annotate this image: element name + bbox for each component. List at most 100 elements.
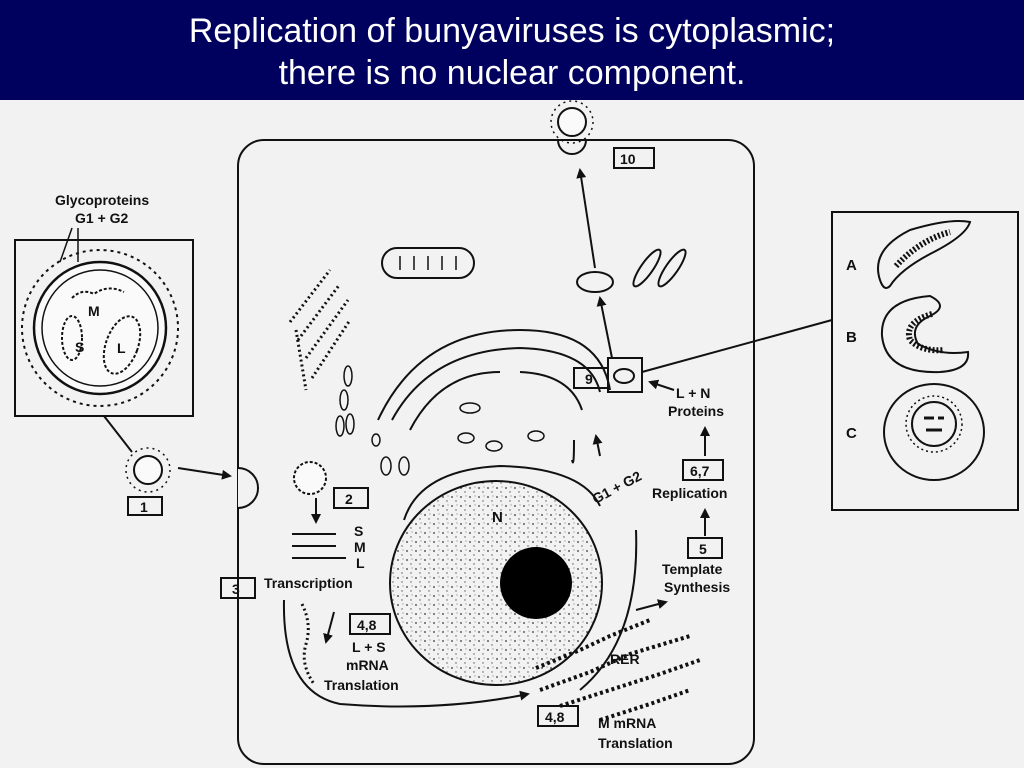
ls-mrna-label: mRNA [346,657,389,673]
m-mrna-label: M mRNA [598,715,656,731]
cell-membrane [237,139,755,765]
replication-pathway: 5 Template Synthesis Replication 6,7 L +… [589,379,730,611]
step-6-7-label: 6,7 [690,463,710,479]
inset-c-nucleocapsids [924,416,944,432]
proteins-label: Proteins [668,403,724,419]
mitochondrion-cristae [399,256,457,270]
s-segment-shape [61,315,83,361]
inset-c-label: C [846,425,857,442]
l-segment-shape [102,315,142,375]
step-4-8-label-a: 4,8 [357,617,377,633]
step-1-label: 1 [140,499,148,515]
exocytosis-arrow [576,168,596,269]
inset-pointer-line [641,319,833,373]
segment-l-label: L [356,555,365,571]
vesicle-transport-arrow [596,296,613,359]
er-beaded-chains [288,269,352,391]
assembling-virion [613,368,635,384]
m-mrna-transport-arrow [282,599,530,708]
m-translation-label: Translation [598,735,673,751]
free-virion-icon [133,455,163,485]
rough-er-bottom: RER 4,8 M mRNA Translation [535,618,701,751]
step-5-label: 5 [699,541,707,557]
golgi-cisterna-1 [377,328,611,421]
inset-c-vacuole [883,383,985,481]
mitochondrion [381,247,475,279]
m-segment-shape [71,287,125,299]
rough-er-left [288,269,355,437]
golgi-cisterna-3 [409,371,501,431]
budding-site [557,139,587,155]
free-virion-spikes [125,447,171,493]
step-3-box [220,577,256,599]
nuclear-envelope-outer [403,464,601,521]
inset-c-virion [911,401,957,447]
step-6-7-box [682,459,724,481]
attach-arrow [177,467,232,480]
replication-label: Replication [652,485,727,501]
segment-s-label: S [354,523,363,539]
budding-virion-spikes [550,100,594,144]
golgi-vesicle [485,440,503,452]
transcription-label: Transcription [264,575,353,591]
small-vesicle [345,413,355,435]
golgi-vesicle-1 [632,248,662,288]
golgi-cisterna-5 [571,439,575,464]
step-4-8-box-b [537,705,579,727]
template-label: Template [662,561,723,577]
step-5-box [687,537,723,559]
inset-b-label: B [846,329,857,346]
golgi-apparatus [371,328,611,476]
small-vesicle [343,365,353,387]
assembly-highlight-box [607,357,643,393]
g1g2-label: G1 + G2 [589,467,644,506]
translation-arrow [323,611,335,644]
g1g2-arrow [592,434,603,457]
inset-b-membrane [880,294,970,374]
ls-translation-label: Translation [324,677,399,693]
attaching-virus-particle: 1 [125,447,232,516]
assembly-inset-box [831,211,1019,511]
title-bar: Replication of bunyaviruses is cytoplasm… [0,0,1024,100]
small-vesicle [339,389,349,411]
inset-a-nucleocapsid [893,229,951,269]
ls-translation-step: 4,8 L + S mRNA Translation [282,599,530,708]
glycoproteins-label: Glycoproteins [55,192,149,208]
rer-label: RER [610,651,640,667]
polysome-chain [300,603,316,685]
golgi-vesicle [457,432,475,444]
golgi-vesicle [380,456,392,476]
step-4-8-box-a [349,613,391,635]
golgi-vesicle-2 [657,248,687,288]
uncoating-step: 2 S M L Transcription [264,461,369,591]
step-2-label: 2 [345,491,353,507]
virion-to-particle-line [103,415,133,453]
slide-title-line-1: Replication of bunyaviruses is cytoplasm… [188,12,836,50]
glycoprotein-pointer-1 [59,227,73,263]
virion-spikes [21,249,179,407]
virion-structure: Glycoproteins G1 + G2 M S L [14,192,194,453]
l-segment-label: L [117,340,126,356]
nucleus [389,480,603,686]
template-arrow [635,599,668,611]
inset-a-label: A [846,257,857,274]
step-2-box [333,487,369,509]
small-vesicle [335,415,345,437]
step-9-label: 9 [585,371,593,387]
uncoated-nucleocapsid [293,461,327,495]
virion-envelope [32,260,168,396]
m-segment-label: M [88,303,100,319]
virion-inner-membrane [41,269,159,387]
glycoproteins-g1g2-label: G1 + G2 [75,210,129,226]
step-10-box [613,147,655,169]
inset-a-membrane [877,220,972,289]
bunyavirus-replication-diagram: Glycoproteins G1 + G2 M S L 1 10 [14,100,1019,765]
s-segment-label: S [75,339,84,355]
endocytosis-pit [237,467,259,509]
assembly-step: 9 [573,319,833,393]
slide-title-line-2: there is no nuclear component. [278,54,746,92]
step-4-8-label-b: 4,8 [545,709,565,725]
nucleus-label: N [492,509,503,526]
inset-c-virion-spikes [905,395,963,453]
step-10-label: 10 [620,151,636,167]
